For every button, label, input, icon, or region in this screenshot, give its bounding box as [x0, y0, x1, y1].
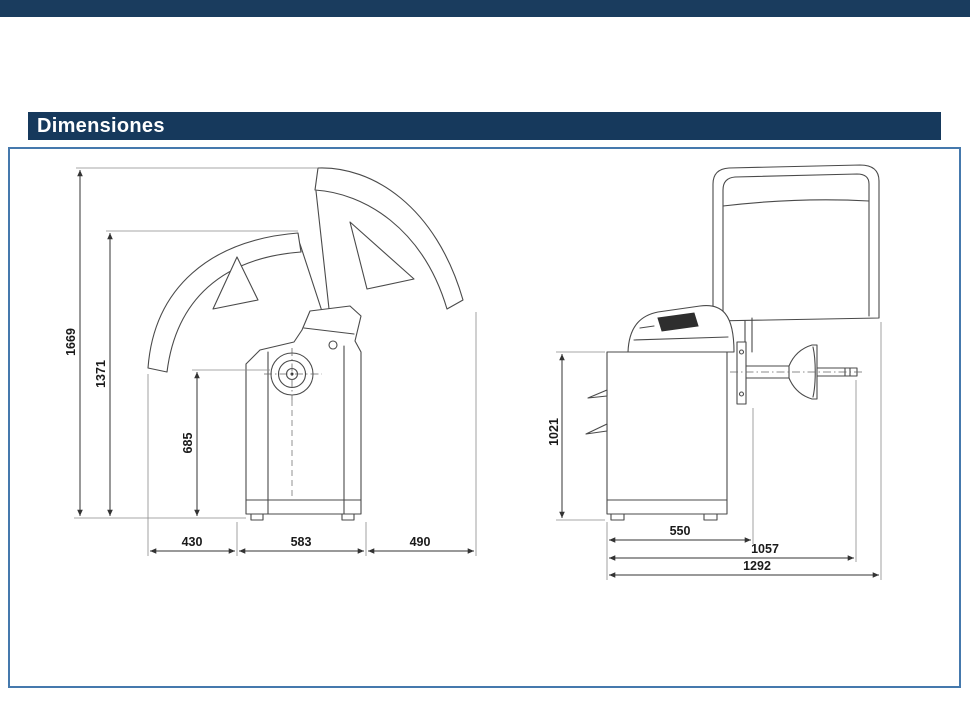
dim-spindle-height-label: 685	[181, 433, 195, 454]
side-view-dimensions: 1669 1371 685 430 583 490	[64, 167, 477, 556]
wheel-guard-raised	[712, 164, 880, 353]
dim-cabinet-width-label: 550	[670, 524, 691, 538]
front-view-drawing: 1021 550 1057 1292	[547, 164, 882, 580]
wheel-guard-open	[147, 167, 464, 373]
dim-overall-height-label: 1669	[64, 328, 78, 356]
front-view-dimensions: 1021 550 1057 1292	[547, 322, 882, 580]
dim-overall-width-label: 1292	[743, 559, 771, 573]
dim-cabinet-depth-label: 583	[291, 535, 312, 549]
section-title: Dimensiones	[37, 114, 165, 137]
dim-guard-pivot-height-label: 1371	[94, 360, 108, 388]
section-title-bar: Dimensiones	[28, 112, 941, 140]
side-view-drawing: 1669 1371 685 430 583 490	[64, 167, 477, 556]
spindle-flange	[264, 340, 338, 498]
cabinet-side	[245, 305, 362, 521]
top-banner-strip	[0, 0, 970, 17]
cabinet-front	[585, 304, 735, 521]
dim-rear-depth-label: 490	[410, 535, 431, 549]
dim-cabinet-height-label: 1021	[547, 418, 561, 446]
dim-front-depth-label: 430	[182, 535, 203, 549]
shaft-assembly	[730, 341, 864, 405]
dim-width-with-shaft-label: 1057	[751, 542, 779, 556]
